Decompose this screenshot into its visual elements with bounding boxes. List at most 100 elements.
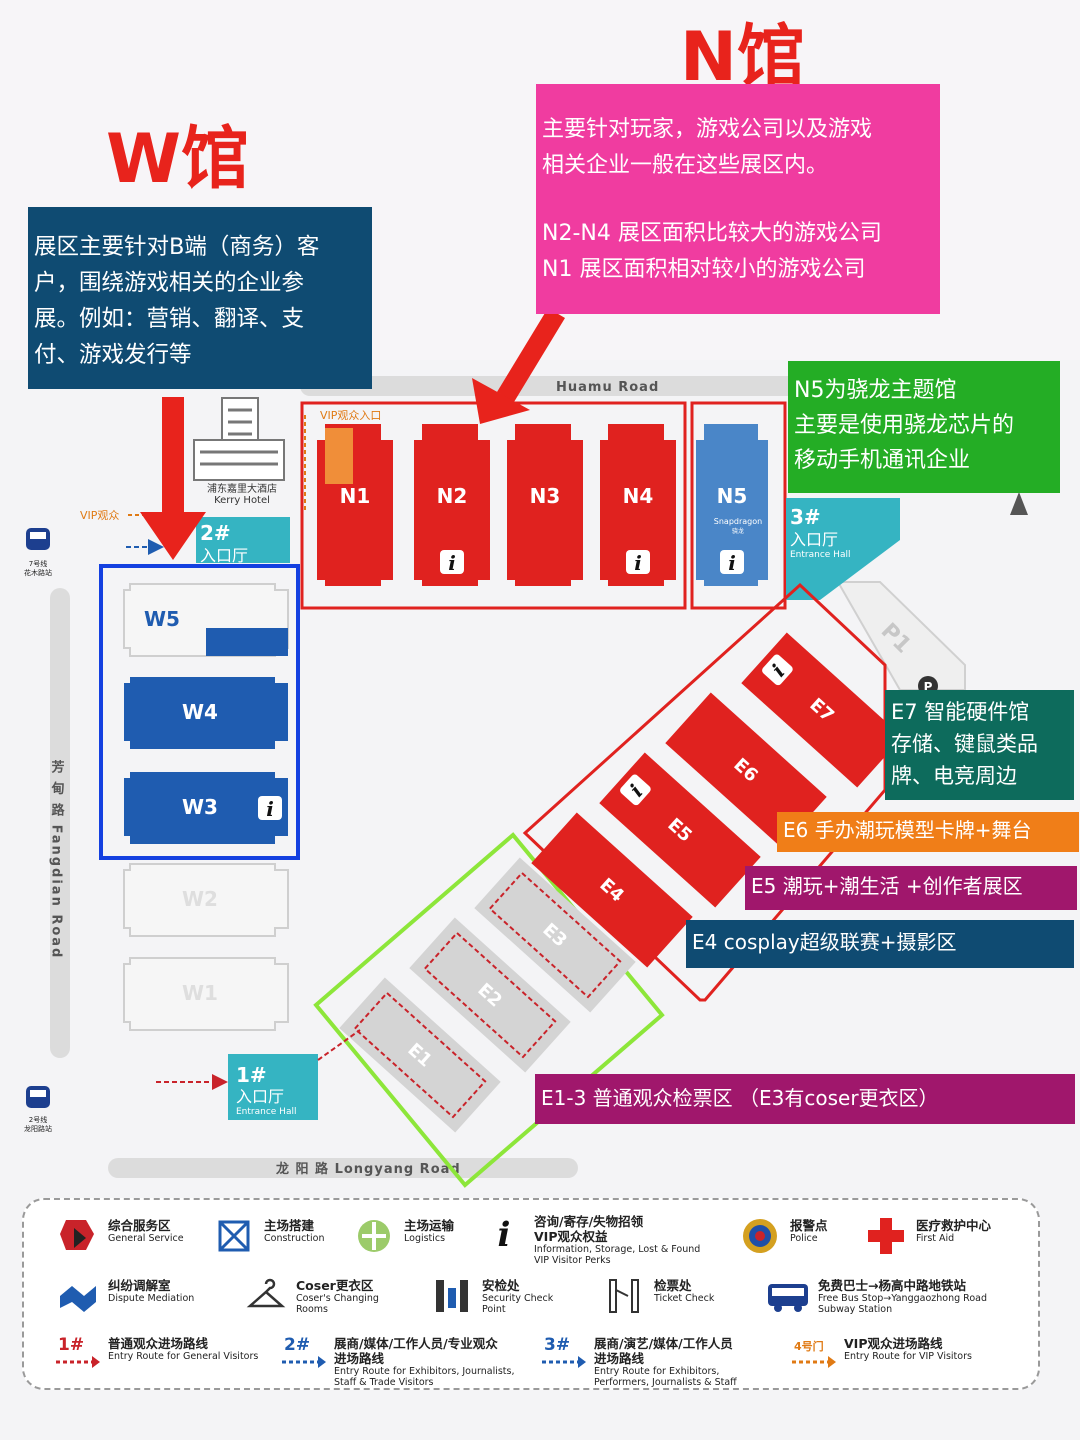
longyang-road [108,1158,578,1178]
hall-e5[interactable]: E5i [599,752,761,908]
general-service-icon [54,1212,102,1260]
legend-label-en: Performers, Journalists & Staff [594,1377,737,1388]
w-zone-outline [99,564,300,860]
hall-e6[interactable]: E6 [665,692,827,848]
legend-label-en: Security Check [482,1293,554,1304]
legend-label: 纠纷调解室 [108,1278,171,1293]
hall-n2[interactable]: N2 i [414,424,490,586]
legend-label: 展商/媒体/工作人员/专业观众 [334,1336,498,1351]
hall-label: N2 [437,484,468,508]
legend-label-en: General Service [108,1233,184,1244]
hall-w2[interactable]: W2 [123,863,289,937]
legend-label-en: Police [790,1233,818,1244]
e1-3-zone-outline [313,832,665,1188]
entrance-hall-1[interactable] [228,1054,318,1120]
snapdragon-cn-logo: 骁龙 [732,527,744,535]
hall-w4[interactable]: W4 [124,677,288,749]
e7-callout: E7 智能硬件馆存储、键鼠类品牌、电竞周边 [885,690,1074,800]
info-icon[interactable]: i [760,653,795,688]
info-icon[interactable]: i [626,550,650,575]
security-check-icon [428,1272,476,1320]
hall-e2[interactable]: E2 [409,917,571,1073]
legend-label-2: 进场路线 [334,1351,385,1366]
n-hall-title: N馆 [680,18,805,97]
vip-security-point[interactable] [325,428,353,484]
w-hall-title: W馆 [106,120,250,199]
hall-e3[interactable]: E3 [474,857,636,1013]
hall-n4[interactable]: N4 i [600,424,676,586]
legend-label: 展商/演艺/媒体/工作人员 [594,1336,733,1351]
e6-callout: E6 手办潮玩模型卡牌+舞台 [777,812,1079,852]
hall-e7[interactable]: E7i [741,632,903,788]
legend-label-en: Free Bus Stop→Yanggaozhong Road [818,1293,988,1304]
legend-label: 免费巴士→杨高中路地铁站 [818,1278,966,1293]
svg-text:3#: 3# [790,505,821,529]
legend-label-en: VIP Visitor Perks [534,1255,611,1266]
hall-label: N5 [717,484,748,508]
hall-n3[interactable]: N3 [507,424,583,586]
entrance-hall-2[interactable] [196,517,290,563]
svg-text:2#: 2# [200,521,231,545]
svg-text:Kerry Hotel: Kerry Hotel [214,495,270,506]
hall-e4[interactable]: E4 [531,812,693,968]
n-hall-callout: 主要针对玩家，游戏公司以及游戏相关企业一般在这些展区内。N2-N4 展区面积比较… [536,84,940,314]
info-icon[interactable]: i [618,773,653,808]
bus-icon [764,1272,812,1320]
route-3-icon: 3# [540,1330,588,1378]
e4-callout: E4 cosplay超级联赛+摄影区 [686,920,1074,968]
legend-label: 医疗救护中心 [916,1218,992,1233]
svg-text:i: i [498,1215,511,1254]
route-1-icon: 1# [54,1330,102,1378]
vip-visitor-label: VIP观众 [80,509,119,522]
legend-label-en: Point [482,1304,506,1315]
legend-label-en: Information, Storage, Lost & Found [534,1244,701,1255]
metro-7-icon: 7号线 花木路站 [24,528,52,577]
legend-label: 安检处 [482,1278,520,1293]
hall-w1[interactable]: W1 [123,957,289,1031]
svg-text:2#: 2# [284,1335,310,1355]
svg-text:i: i [266,797,274,821]
svg-text:浦东嘉里大酒店: 浦东嘉里大酒店 [207,482,277,495]
hall-e1[interactable]: E1 [339,977,501,1133]
svg-text:7号线: 7号线 [29,559,47,568]
legend-label-en: Construction [264,1233,325,1244]
legend-label: 综合服务区 [108,1218,171,1233]
hall-label: W1 [182,981,218,1005]
legend-label-en: Coser's Changing [296,1293,379,1304]
info-icon[interactable]: i [258,796,282,821]
legend-label-2: 进场路线 [594,1351,645,1366]
legend-label: 主场运输 [404,1218,455,1233]
svg-text:入口厅: 入口厅 [200,546,248,565]
info-icon[interactable]: i [440,550,464,575]
vip-entrance-label: VIP观众入口 [320,409,381,422]
legend-label-en: Dispute Mediation [108,1293,195,1304]
legend-label-en: Ticket Check [654,1293,715,1304]
logistics-icon [350,1212,398,1260]
legend-label-en: Logistics [404,1233,446,1244]
svg-text:2号线: 2号线 [29,1115,47,1124]
svg-text:花木路站: 花木路站 [24,568,52,577]
entrance-hall-3[interactable] [786,498,900,600]
hall-w5[interactable]: W5 [123,583,289,657]
info-icon[interactable]: i [720,550,744,575]
e5-callout: E5 潮玩+潮生活 +创作者展区 [745,866,1077,910]
construction-icon [210,1212,258,1260]
legend-label: 普通观众进场路线 [108,1336,209,1351]
legend-label-en: Staff & Trade Visitors [334,1377,434,1388]
legend-label: 报警点 [790,1218,828,1233]
first-aid-icon [862,1212,910,1260]
legend-label-en: Entry Route for Exhibitors, Journalists, [334,1366,515,1377]
legend-label: 检票处 [654,1278,692,1293]
hall-label: N4 [623,484,654,508]
